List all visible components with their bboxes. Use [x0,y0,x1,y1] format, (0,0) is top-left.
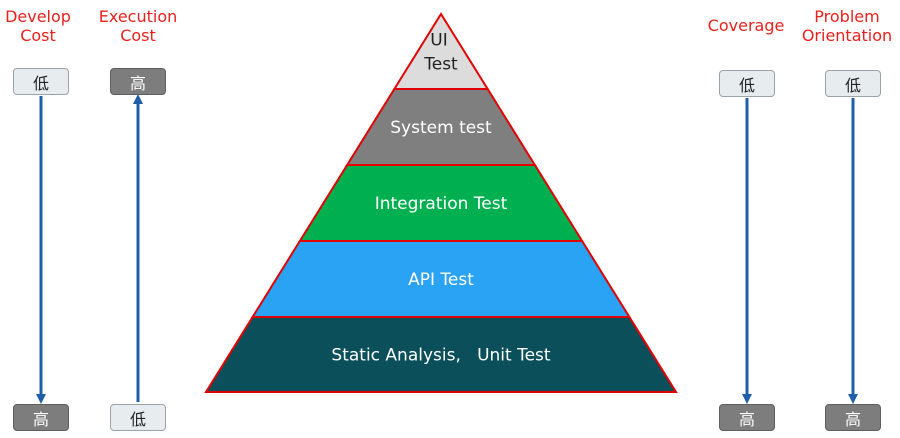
pyramid-tier-4-label: API Test [408,270,474,290]
title-develop-cost: Develop Cost [5,7,71,45]
title-problem-orientation: Problem Orientation [801,7,893,45]
develop-cost-bottom-box: 高 [13,404,69,431]
title-coverage: Coverage [707,16,785,35]
pyramid-tier-1-label-line2: Test [423,55,458,75]
execution-cost-bottom-box: 低 [110,404,166,431]
pyramid-tier-1 [392,12,490,90]
develop-cost-top-box: 低 [13,68,69,95]
pyramid-tier-3-label: Integration Test [375,194,508,214]
pyramid-tier-1-label: UI [430,31,447,51]
coverage-bottom-box: 高 [719,404,775,431]
pyramid-tier-5 [204,316,678,393]
problem-orientation-top-box: 低 [825,70,881,97]
pyramid-tier-5-label: Static Analysis, Unit Test [331,346,550,366]
problem-orientation-bottom-box: 高 [825,404,881,431]
coverage-top-box: 低 [719,70,775,97]
title-execution-cost: Execution Cost [98,7,178,45]
pyramid-tier-2-label: System test [390,118,492,138]
